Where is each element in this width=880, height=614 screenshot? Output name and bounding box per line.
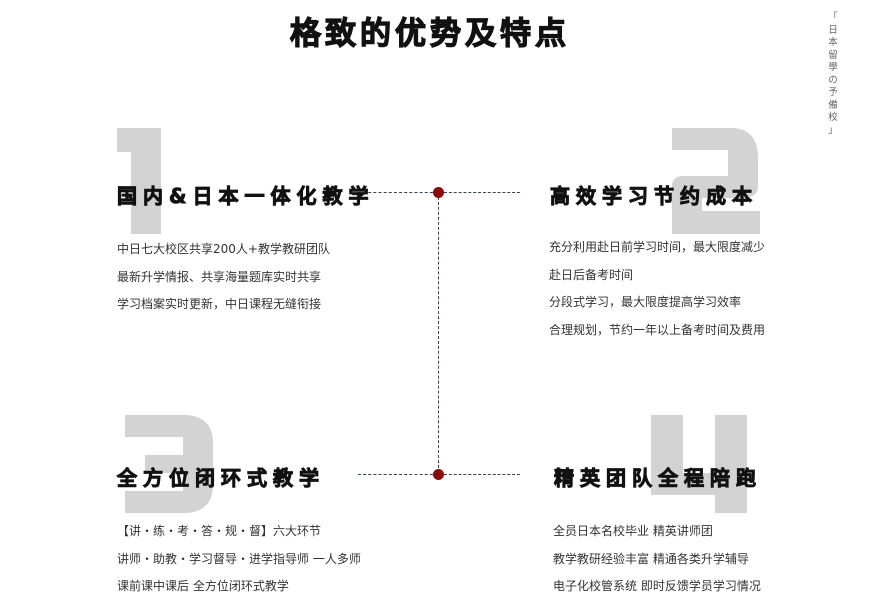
feature-4-title: 精英团队全程陪跑 (554, 466, 762, 491)
connector-vertical (438, 197, 439, 473)
feature-1-title: 国内&日本一体化教学 (117, 184, 375, 209)
feature-3-title: 全方位闭环式教学 (117, 466, 325, 491)
node-dot-bottom (433, 469, 444, 480)
feature-4-line: 电子化校管系统 即时反馈学员学习情况 (553, 579, 761, 593)
connector-top-right (444, 192, 520, 193)
tag-char: 本 (828, 37, 838, 48)
feature-1-description: 中日七大校区共享200人+教学教研团队 最新升学情报、共享海量题库实时共享 学习… (117, 236, 330, 319)
feature-1-line: 中日七大校区共享200人+教学教研团队 (117, 242, 330, 256)
close-bracket: 」 (828, 124, 838, 136)
feature-2-description: 充分利用赴日前学习时间，最大限度减少 赴日后备考时间 分段式学习，最大限度提高学… (549, 234, 765, 344)
feature-4-line: 教学教研经验丰富 精通各类升学辅导 (553, 551, 749, 566)
numeral-2-graphic (672, 128, 760, 234)
tag-char: 予 (828, 87, 838, 98)
numeral-4-graphic (651, 415, 747, 513)
tag-char: の (828, 74, 838, 86)
connector-bottom-right (444, 474, 520, 475)
feature-3-line: 课前课中课后 全方位闭环式教学 (117, 579, 289, 593)
feature-4-description: 全员日本名校毕业 精英讲师团 教学教研经验丰富 精通各类升学辅导 电子化校管系统… (553, 518, 761, 601)
open-bracket: 「 (828, 12, 838, 23)
node-dot-top (433, 187, 444, 198)
page-title: 格致的优势及特点 (289, 15, 570, 52)
feature-2-line: 合理规划，节约一年以上备考时间及费用 (549, 322, 766, 337)
numeral-1-graphic (117, 128, 161, 234)
feature-3-line: 【讲・练・考・答・规・督】六大环节 (117, 524, 322, 538)
numeral-3-graphic (125, 415, 213, 513)
tag-char: 備 (828, 99, 838, 111)
tag-char: 學 (828, 62, 838, 73)
tag-char: 日 (828, 24, 838, 36)
feature-3-line: 讲师・助教・学习督导・进学指导师 一人多师 (117, 551, 361, 566)
feature-3-description: 【讲・练・考・答・规・督】六大环节 讲师・助教・学习督导・进学指导师 一人多师 … (117, 518, 361, 601)
feature-2-line: 分段式学习，最大限度提高学习效率 (549, 295, 742, 309)
feature-4-line: 全员日本名校毕业 精英讲师团 (553, 524, 713, 538)
tag-char: 校 (828, 112, 838, 123)
connector-top-left (358, 192, 438, 193)
feature-1-line: 学习档案实时更新，中日课程无缝衔接 (117, 297, 322, 311)
feature-1-line: 最新升学情报、共享海量题库实时共享 (117, 269, 322, 284)
school-tagline-vertical: 「 日 本 留 學 の 予 備 校 」 (826, 12, 840, 137)
tag-char: 留 (828, 49, 838, 61)
feature-2-line: 充分利用赴日前学习时间，最大限度减少 (549, 240, 766, 254)
connector-bottom-left (358, 474, 438, 475)
feature-2-title: 高效学习节约成本 (550, 184, 758, 209)
feature-2-line: 赴日后备考时间 (549, 267, 634, 282)
